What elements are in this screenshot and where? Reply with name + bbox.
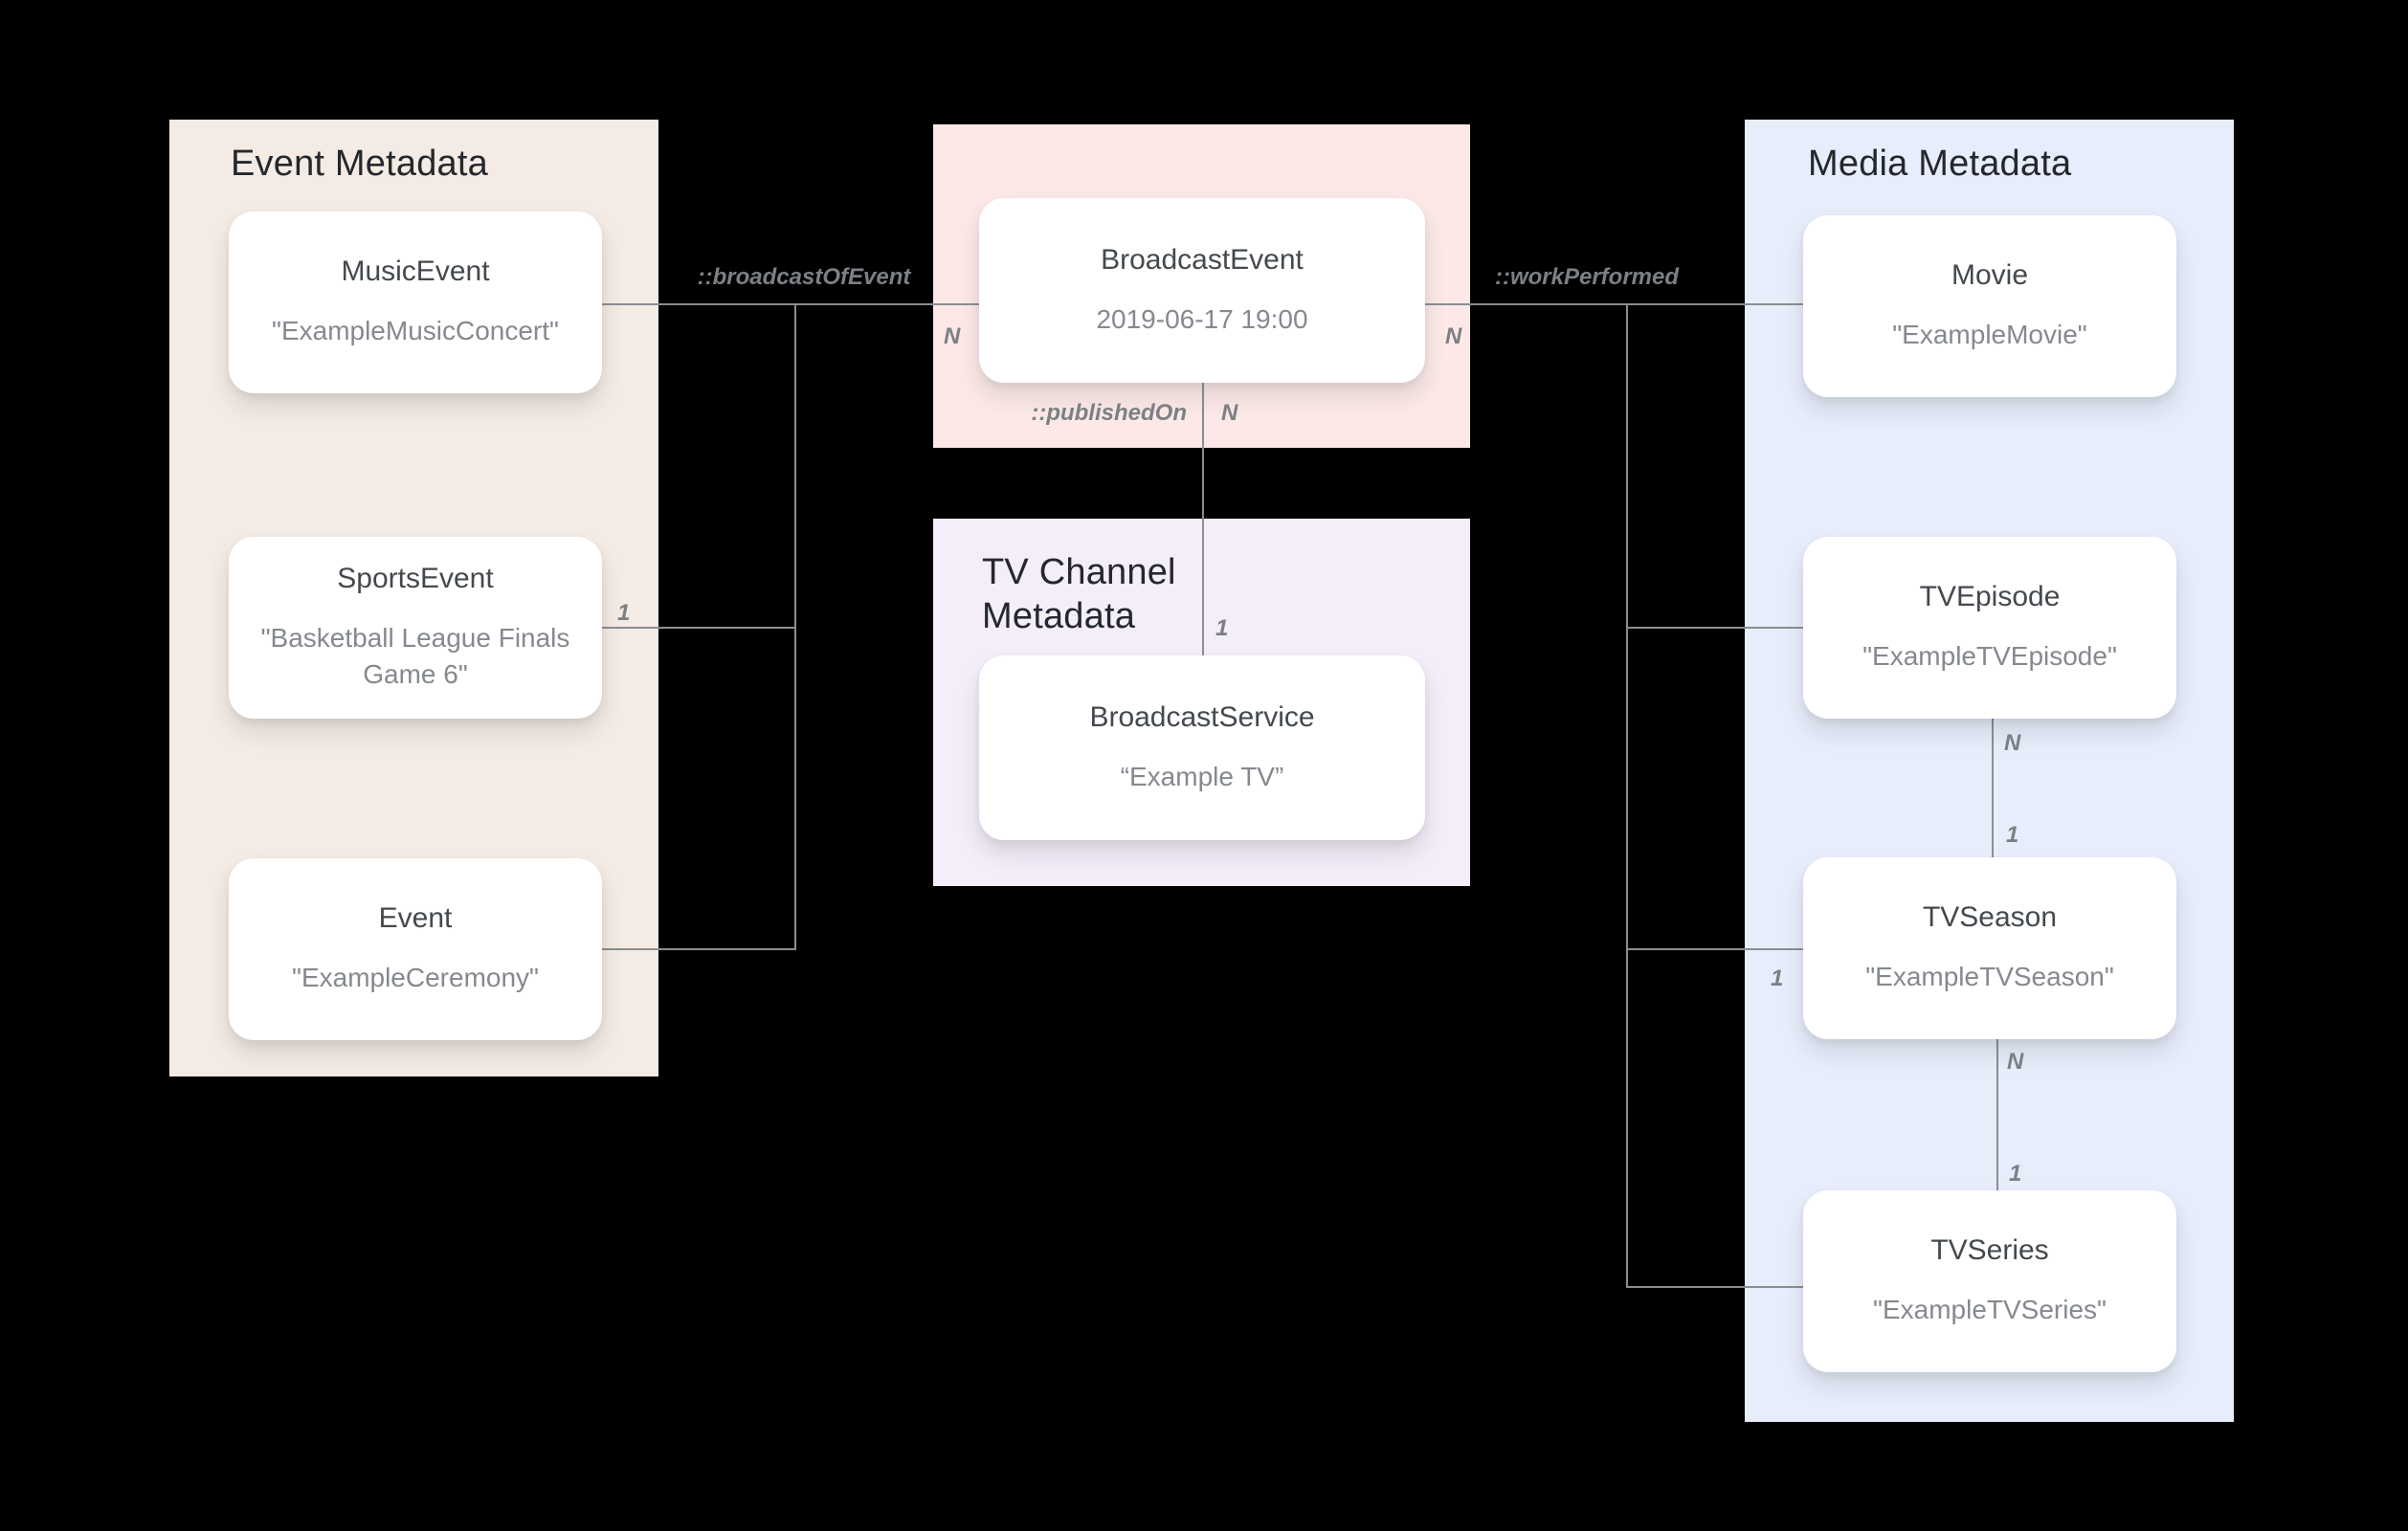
- entity-card-tv-series: TVSeries "ExampleTVSeries": [1803, 1190, 2176, 1372]
- edge-tv-season-branch-line: [1626, 948, 1805, 950]
- edge-event-branch-line: [602, 948, 796, 950]
- entity-card-event: Event "ExampleCeremony": [229, 858, 602, 1040]
- entity-name: TVEpisode: [1919, 581, 2061, 612]
- entity-example: "Basketball League Finals Game 6": [260, 623, 570, 689]
- panel-title-media-metadata: Media Metadata: [1808, 144, 2072, 184]
- entity-card-broadcast-service: BroadcastService “Example TV”: [979, 655, 1425, 840]
- entity-example: “Example TV”: [1120, 761, 1284, 791]
- cardinality-episode-to-season-1: 1: [2006, 822, 2019, 848]
- entity-card-sports-event: SportsEvent "Basketball League Finals Ga…: [229, 537, 602, 719]
- edge-broadcast-of-event-line: [602, 303, 981, 305]
- edge-label-broadcast-of-event: ::broadcastOfEvent: [697, 264, 911, 290]
- entity-card-tv-episode: TVEpisode "ExampleTVEpisode": [1803, 537, 2176, 719]
- cardinality-sports-event-1: 1: [617, 600, 631, 626]
- edge-sports-event-branch-line: [602, 627, 796, 629]
- edge-label-published-on: ::publishedOn: [1031, 400, 1187, 426]
- cardinality-broadcast-of-event-n: N: [944, 323, 961, 349]
- entity-example: "ExampleCeremony": [292, 963, 539, 992]
- entity-name: Event: [378, 902, 453, 934]
- edge-tv-series-branch-line: [1626, 1286, 1805, 1288]
- cardinality-work-performed-n: N: [1445, 323, 1462, 349]
- entity-name: Movie: [1951, 259, 2029, 291]
- edge-work-performed-line: [1425, 303, 1805, 305]
- entity-card-movie: Movie "ExampleMovie": [1803, 215, 2176, 397]
- entity-card-music-event: MusicEvent "ExampleMusicConcert": [229, 211, 602, 393]
- entity-example: "ExampleTVSeason": [1865, 962, 2114, 991]
- cardinality-published-on-n: N: [1221, 400, 1238, 426]
- edge-season-series-line: [1996, 1039, 1998, 1190]
- entity-example: "ExampleMovie": [1892, 320, 2087, 349]
- cardinality-episode-to-season-n: N: [2004, 730, 2021, 756]
- entity-card-broadcast-event: BroadcastEvent 2019-06-17 19:00: [979, 198, 1425, 383]
- cardinality-season-to-series-n: N: [2007, 1049, 2024, 1075]
- cardinality-season-to-series-1: 1: [2009, 1161, 2022, 1187]
- entity-name: TVSeason: [1922, 901, 2058, 933]
- cardinality-published-on-1: 1: [1215, 615, 1229, 641]
- panel-title-tv-channel-metadata: TV Channel Metadata: [982, 552, 1176, 636]
- entity-name: BroadcastService: [1089, 700, 1315, 733]
- edge-right-trunk-line: [1626, 303, 1628, 1288]
- entity-name: BroadcastEvent: [1101, 243, 1304, 276]
- edge-published-on-line: [1202, 383, 1204, 655]
- entity-card-tv-season: TVSeason "ExampleTVSeason": [1803, 857, 2176, 1039]
- edge-tv-episode-branch-line: [1626, 627, 1805, 629]
- entity-example: "ExampleTVSeries": [1873, 1295, 2107, 1324]
- entity-name: MusicEvent: [341, 255, 490, 287]
- entity-name: TVSeries: [1930, 1234, 2049, 1266]
- edge-episode-season-line: [1992, 719, 1994, 857]
- panel-title-event-metadata: Event Metadata: [231, 144, 488, 184]
- entity-name: SportsEvent: [337, 563, 494, 594]
- entity-example: "ExampleMusicConcert": [272, 316, 559, 345]
- cardinality-tv-season-1: 1: [1771, 965, 1784, 991]
- entity-example: "ExampleTVEpisode": [1862, 641, 2117, 671]
- entity-example: 2019-06-17 19:00: [1096, 303, 1308, 334]
- edge-label-work-performed: ::workPerformed: [1494, 264, 1680, 290]
